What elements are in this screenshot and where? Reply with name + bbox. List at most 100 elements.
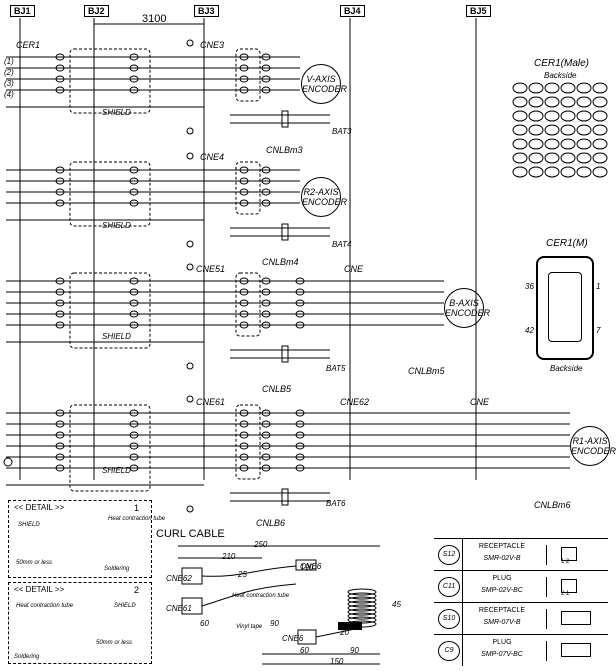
twist-marker: [239, 166, 249, 174]
twist-marker: [239, 53, 249, 61]
twist-marker: [261, 166, 271, 174]
twist-marker: [55, 188, 65, 196]
detail-1-title: << DETAIL >>: [14, 503, 65, 512]
curl-dim: 60: [300, 646, 309, 655]
twist-marker: [129, 442, 139, 450]
wire-label: (4): [4, 90, 14, 99]
shield-box: [235, 272, 261, 337]
connector-pin: [592, 110, 608, 122]
detail-1-number: 1: [134, 503, 140, 513]
twist-marker: [261, 420, 271, 428]
twist-marker: [129, 199, 139, 207]
curl-cable-title: CURL CABLE: [156, 528, 225, 540]
curl-dim: 60: [200, 619, 209, 628]
shield-label: SHIELD: [102, 221, 131, 230]
curl-connector: CNE62: [166, 574, 192, 583]
twist-marker: [261, 321, 271, 329]
bus-tag-bj5: BJ5: [466, 5, 491, 17]
encoder-label: R1-AXIS: [572, 436, 608, 446]
connector-cne61: CNE61: [196, 397, 226, 407]
twist-marker: [239, 288, 249, 296]
part-code: C11: [438, 577, 460, 597]
wire-label: (3): [4, 79, 14, 88]
connector-pin: [528, 124, 544, 136]
connector-cne: CNE: [344, 264, 364, 274]
twist-marker: [261, 177, 271, 185]
shield-box: [69, 404, 151, 492]
connector-cnlb5: CNLB5: [262, 384, 292, 394]
connector-pin: [512, 96, 528, 108]
cer1-m-subtitle: Backside: [550, 364, 583, 373]
connector-pin: [544, 110, 560, 122]
connector-marker: [186, 152, 194, 160]
connector-cnlbm6: CNLBm6: [534, 500, 571, 510]
connector-pin: [512, 110, 528, 122]
detail-2-panel: [8, 582, 152, 664]
encoder-label: B-AXIS: [449, 298, 479, 308]
curl-dim: 90: [270, 619, 279, 628]
twist-marker: [129, 420, 139, 428]
cer1-m-pin-field: [548, 272, 582, 342]
twist-marker: [239, 453, 249, 461]
twist-marker: [55, 177, 65, 185]
twist-marker: [239, 442, 249, 450]
twist-marker: [261, 431, 271, 439]
twist-marker: [129, 277, 139, 285]
curl-coil: [347, 612, 377, 620]
connector-marker: [186, 263, 194, 271]
part-code: C9: [438, 641, 460, 661]
wire-label: (1): [4, 57, 14, 66]
detail-2-number: 2: [134, 585, 140, 595]
twist-marker: [261, 53, 271, 61]
connector-pin: [560, 166, 576, 178]
connector-pin: [592, 166, 608, 178]
detail-2-heat-tube: Heat contraction tube: [16, 603, 74, 609]
twist-marker: [55, 277, 65, 285]
part-drawing: [546, 641, 595, 661]
part-drawing: 2 1: [546, 577, 595, 597]
detail-1-panel: [8, 500, 152, 578]
connector-cne4: CNE4: [200, 152, 225, 162]
connector-pin: [592, 96, 608, 108]
connector-pin: [592, 152, 608, 164]
curl-coil: [347, 592, 377, 600]
connector-cne3: CNE3: [200, 40, 225, 50]
connector-pin: [512, 124, 528, 136]
shield-label: SHIELD: [102, 466, 131, 475]
twist-marker: [239, 420, 249, 428]
curl-connector: CNE61: [166, 604, 192, 613]
twist-marker: [261, 299, 271, 307]
connector-pin: [560, 124, 576, 136]
twist-marker: [55, 64, 65, 72]
part-code: S12: [438, 545, 460, 565]
connector-cnlb6: CNLB6: [256, 518, 286, 528]
cer1-m-title: CER1(M): [546, 238, 588, 249]
connector-pin: [528, 152, 544, 164]
twist-marker: [295, 321, 305, 329]
encoder-r1-axis: R1-AXIS ENCODER: [570, 426, 616, 466]
battery-bat5: BAT5: [326, 364, 346, 373]
curl-tape: [338, 622, 362, 630]
twist-marker: [261, 86, 271, 94]
twist-marker: [295, 299, 305, 307]
part-type: PLUG: [492, 575, 512, 582]
connector-marker: [186, 240, 194, 248]
twist-marker: [129, 53, 139, 61]
twist-marker: [55, 86, 65, 94]
twist-marker: [129, 321, 139, 329]
cer1-male-title: CER1(Male): [534, 58, 590, 69]
curl-coil: [347, 600, 377, 608]
connector-pin: [576, 152, 592, 164]
twist-marker: [261, 310, 271, 318]
curl-dim: 45: [392, 600, 401, 609]
twist-marker: [129, 310, 139, 318]
twist-marker: [239, 409, 249, 417]
part-number: SMR-02V-B: [483, 555, 521, 562]
curl-dim: 150: [330, 657, 344, 666]
connector-pin: [560, 96, 576, 108]
twist-marker: [239, 86, 249, 94]
connector-pin: [528, 166, 544, 178]
